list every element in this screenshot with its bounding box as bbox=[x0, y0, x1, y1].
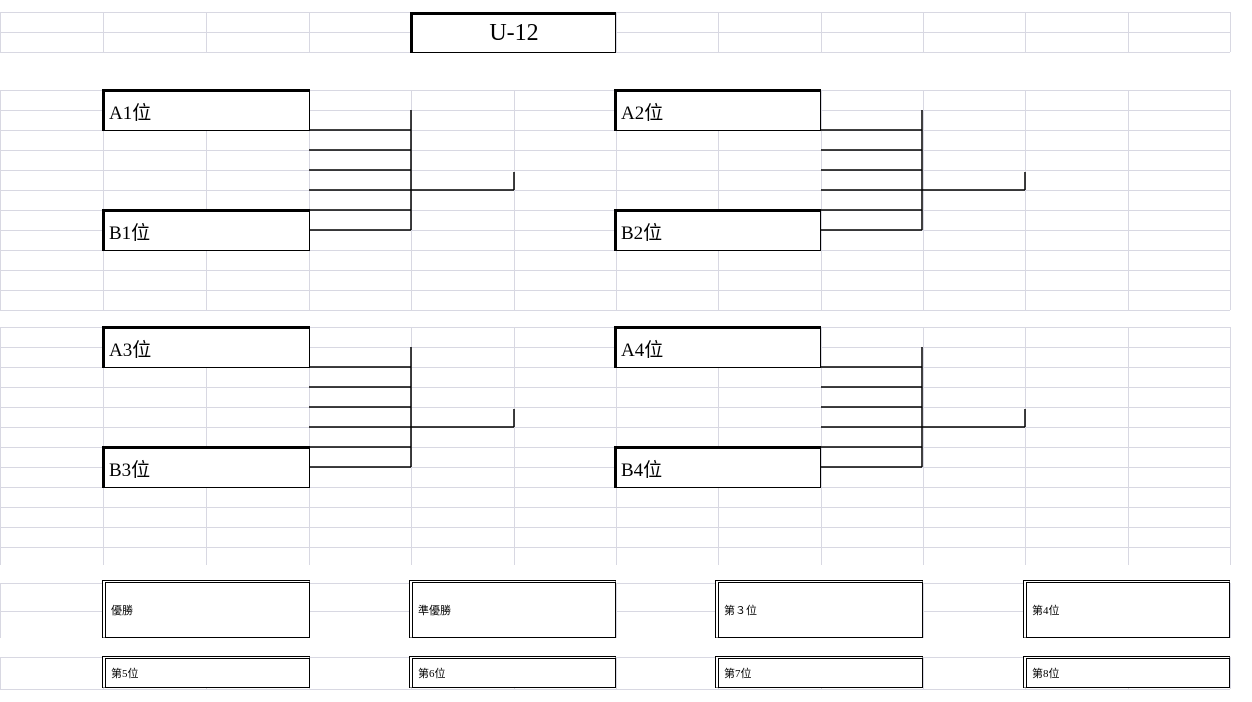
place-box-4th: 第4位 bbox=[1023, 580, 1230, 638]
place-box-5th: 第5位 bbox=[102, 656, 310, 688]
seed-box-b4: B4位 bbox=[614, 446, 821, 488]
seed-box-a4: A4位 bbox=[614, 326, 821, 368]
seed-box-b3: B3位 bbox=[102, 446, 310, 488]
division-title: U-12 bbox=[410, 12, 616, 53]
seed-box-b1: B1位 bbox=[102, 209, 310, 251]
place-box-8th: 第8位 bbox=[1023, 656, 1230, 688]
place-box-1st: 優勝 bbox=[102, 580, 310, 638]
place-box-7th: 第7位 bbox=[715, 656, 923, 688]
place-box-6th: 第6位 bbox=[409, 656, 616, 688]
seed-box-a1: A1位 bbox=[102, 89, 310, 131]
place-box-2nd: 準優勝 bbox=[409, 580, 616, 638]
place-box-3rd: 第３位 bbox=[715, 580, 923, 638]
seed-box-a3: A3位 bbox=[102, 326, 310, 368]
seed-box-a2: A2位 bbox=[614, 89, 821, 131]
seed-box-b2: B2位 bbox=[614, 209, 821, 251]
